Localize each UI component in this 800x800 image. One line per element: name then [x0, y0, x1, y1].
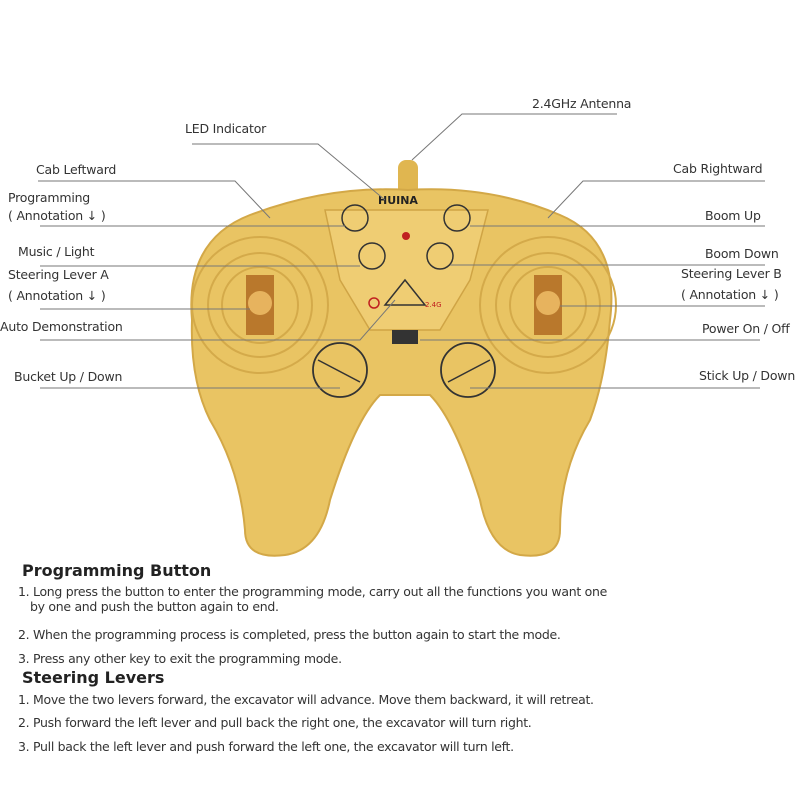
power-switch [392, 330, 418, 344]
logo: HUINA [378, 194, 418, 207]
music-button [358, 242, 386, 270]
label-cab-left: Cab Leftward [36, 162, 117, 177]
auto-demo-button [383, 278, 427, 306]
label-programming: Programming [8, 190, 91, 205]
auto-icon [368, 297, 380, 309]
label-power: Power On / Off [702, 321, 790, 336]
label-auto-demo: Auto Demonstration [0, 319, 123, 334]
label-stick: Stick Up / Down [699, 368, 796, 383]
programming-step: by one and push the button again to end. [30, 599, 279, 614]
label-boom-down: Boom Down [705, 246, 779, 261]
steering-step: 3. Pull back the left lever and push for… [18, 739, 514, 754]
leader-lines [38, 113, 765, 389]
freq-badge: 2.4G [425, 301, 442, 309]
label-cab-right: Cab Rightward [673, 161, 763, 176]
programming-step: 2. When the programming process is compl… [18, 627, 561, 642]
stick-dial [440, 342, 496, 398]
label-bucket: Bucket Up / Down [14, 369, 123, 384]
label-music: Music / Light [18, 244, 95, 259]
steering-step: 2. Push forward the left lever and pull … [18, 715, 532, 730]
controller-illustration: HUINA 2.4G [38, 113, 765, 557]
bucket-dial [312, 342, 368, 398]
label-lever-b-annotation: ( Annotation ↓ ) [681, 287, 779, 302]
label-lever-b: Steering Lever B [681, 266, 782, 281]
label-led: LED Indicator [185, 121, 267, 136]
steering-lever-a [248, 291, 272, 315]
boom-down-button [426, 242, 454, 270]
label-antenna: 2.4GHz Antenna [532, 96, 632, 111]
programming-heading: Programming Button [22, 561, 212, 580]
label-boom-up: Boom Up [705, 208, 761, 223]
label-lever-a: Steering Lever A [8, 267, 109, 282]
steering-heading: Steering Levers [22, 668, 165, 687]
programming-step: 1. Long press the button to enter the pr… [18, 584, 607, 599]
controller-body: HUINA 2.4G [190, 160, 617, 557]
steering-step: 1. Move the two levers forward, the exca… [18, 692, 594, 707]
cab-left-button [341, 204, 369, 232]
programming-step: 3. Press any other key to exit the progr… [18, 651, 342, 666]
led-indicator [402, 232, 410, 240]
label-programming-annotation: ( Annotation ↓ ) [8, 208, 106, 223]
cab-right-button [443, 204, 471, 232]
steering-lever-b [536, 291, 560, 315]
label-lever-a-annotation: ( Annotation ↓ ) [8, 288, 106, 303]
